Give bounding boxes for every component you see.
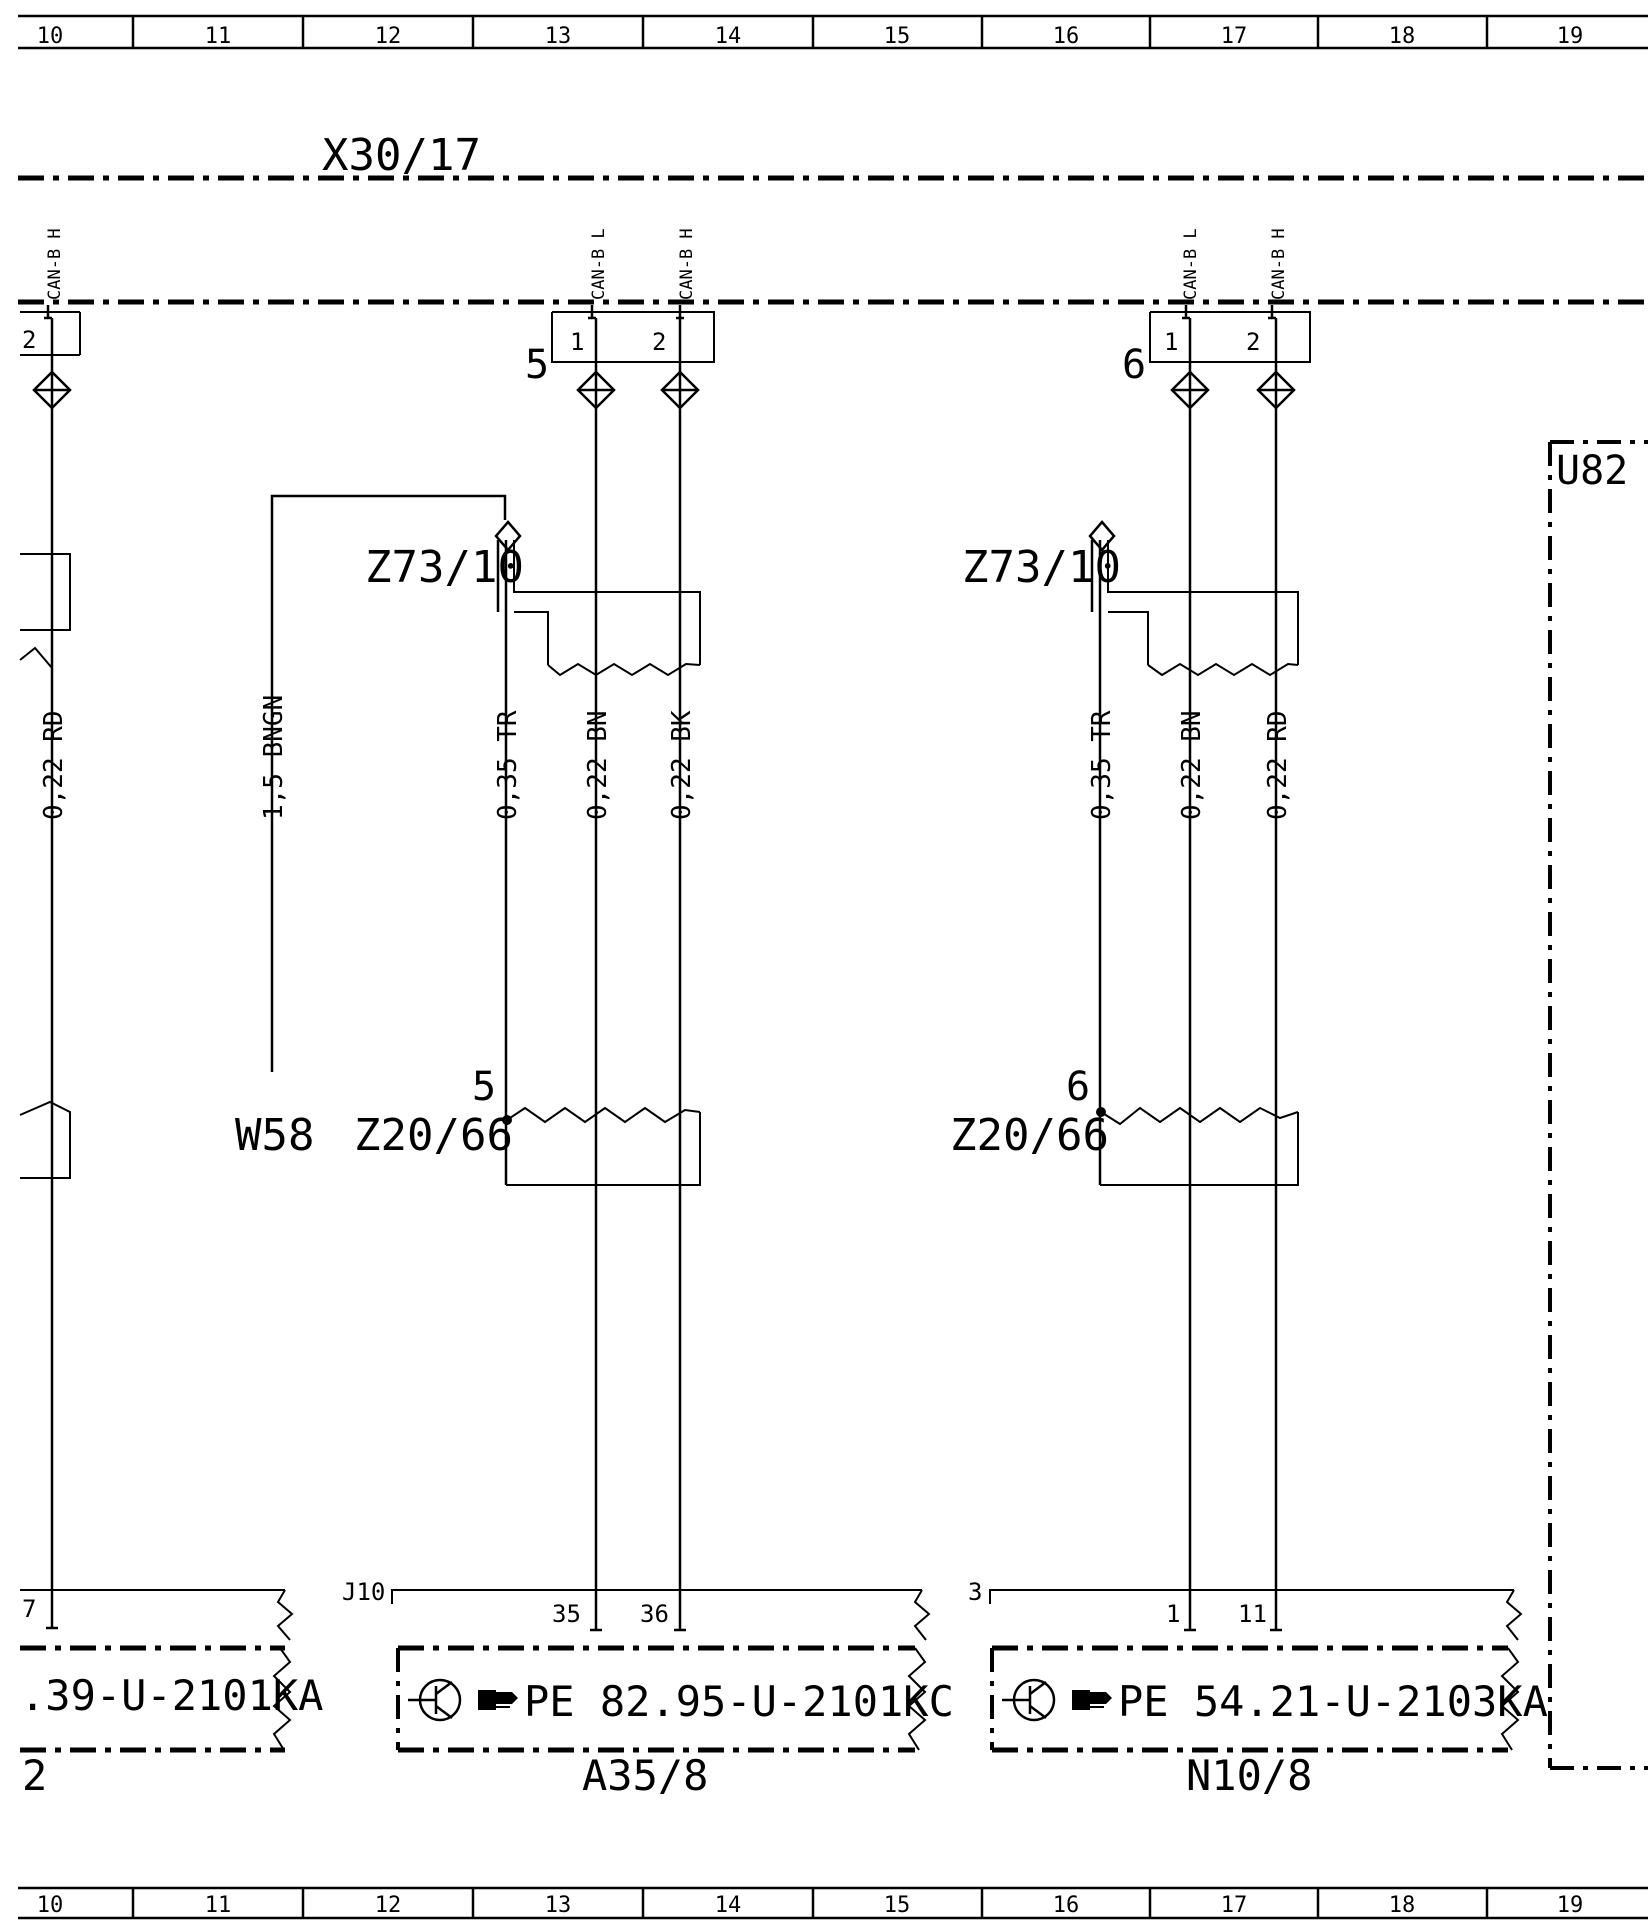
pin-35: 35 [552,1600,581,1628]
left-pin-top: 2 [22,326,36,354]
grid-top-16: 16 [1053,24,1080,49]
grid-top-13: 13 [545,24,572,49]
grid-top-11: 11 [205,24,232,49]
connector-3-label: 3 [968,1578,982,1606]
circuit-n10: CAN-B L CAN-B H 1 2 6 Z73/10 0,35 TR 0,2… [950,228,1548,1800]
left-pin-bottom: 7 [22,1595,36,1623]
wire-a-tr: 0,35 TR [493,710,523,820]
can-label-b-l: CAN-B L [1181,228,1201,300]
grid-top-14: 14 [715,24,742,49]
z73-label-a: Z73/10 [365,542,524,593]
pin-b1: 1 [1164,328,1178,356]
grid-top-12: 12 [375,24,402,49]
grid-top-17: 17 [1221,24,1248,49]
z20-label-b: Z20/66 [950,1110,1109,1161]
bus-x30-17: X30/17 [18,130,1648,305]
connector-5-label: 5 [525,342,549,388]
z73-label-b: Z73/10 [962,542,1121,593]
grid-bottom-14: 14 [715,1893,742,1918]
pointing-hand-icon [1072,1690,1112,1710]
pin-a1: 1 [570,328,584,356]
bus-label: X30/17 [322,130,481,181]
grid-bottom-18: 18 [1389,1893,1416,1918]
pin-36: 36 [640,1600,669,1628]
pin-1: 1 [1166,1600,1180,1628]
grid-bottom-19: 19 [1557,1893,1584,1918]
w58-circuit: 1,5 BNGN W58 [235,494,507,1161]
u82-component: U82 [1548,440,1648,1770]
can-label-b-h: CAN-B H [1269,228,1289,300]
left-bottom-label: 2 [22,1751,47,1800]
wire-b-bn: 0,22 BN [1177,710,1207,820]
wire-b-tr: 0,35 TR [1087,710,1117,820]
pin-b2: 2 [1246,328,1260,356]
wire-left-rd: 0,22 RD [39,710,69,820]
z20-pin-b: 6 [1066,1064,1090,1110]
grid-top-18: 18 [1389,24,1416,49]
can-label-a-h: CAN-B H [677,228,697,300]
circuit-a35: CAN-B L CAN-B H 1 2 5 Z73/10 0,35 TR 0,2… [342,228,954,1800]
grid-bottom-12: 12 [375,1893,402,1918]
z20-pin-a: 5 [472,1064,496,1110]
grid-top-15: 15 [884,24,911,49]
n10-component-code: PE 54.21-U-2103KA [1118,1677,1548,1726]
a35-component-code: PE 82.95-U-2101KC [524,1677,954,1726]
top-grid-ruler: 10 11 12 13 14 15 16 17 18 19 [18,14,1648,50]
can-label-left-h: CAN-B H [45,228,65,300]
left-circuit: CAN-B H 2 0,22 RD 7 .39-U-2101KA 2 [19,228,323,1800]
n10-label: N10/8 [1186,1751,1312,1800]
connector-6-label: 6 [1122,342,1146,388]
bottom-grid-ruler: 10 11 12 13 14 15 16 17 18 19 [18,1886,1648,1920]
grid-top-19: 19 [1557,24,1584,49]
wire-b-rd: 0,22 RD [1263,710,1293,820]
z20-label-a: Z20/66 [354,1110,513,1161]
grid-bottom-10: 10 [37,1893,64,1918]
u82-label: U82 [1556,448,1628,494]
transistor-icon [1002,1678,1056,1722]
can-label-a-l: CAN-B L [589,228,609,300]
wire-a-bn: 0,22 BN [583,710,613,820]
pointing-hand-icon [478,1690,518,1710]
transistor-icon [408,1678,462,1722]
wire-a-bk: 0,22 BK [667,710,697,820]
pin-a2: 2 [652,328,666,356]
j10-label: J10 [342,1578,385,1606]
wire-w58-bngn: 1,5 BNGN [259,695,289,820]
left-component-code: .39-U-2101KA [20,1671,323,1720]
grid-bottom-16: 16 [1053,1893,1080,1918]
a35-label: A35/8 [582,1751,708,1800]
grid-bottom-17: 17 [1221,1893,1248,1918]
pin-11: 11 [1238,1600,1267,1628]
w58-label: W58 [235,1110,314,1161]
grid-top-10: 10 [37,24,64,49]
grid-bottom-11: 11 [205,1893,232,1918]
grid-bottom-15: 15 [884,1893,911,1918]
grid-bottom-13: 13 [545,1893,572,1918]
